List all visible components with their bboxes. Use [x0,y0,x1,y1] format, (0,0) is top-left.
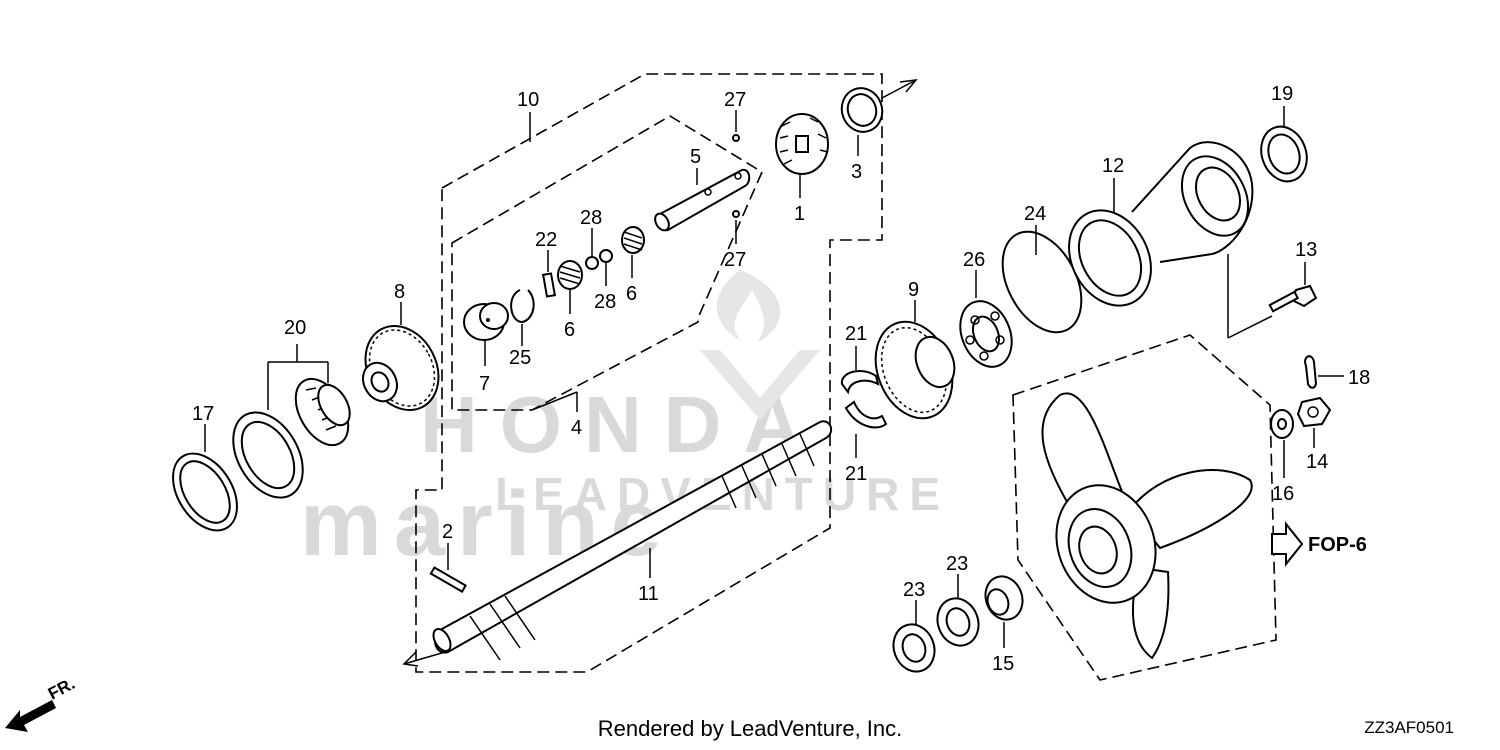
fop-reference-label: FOP-6 [1308,534,1367,556]
render-credit: Rendered by LeadVenture, Inc. [597,716,903,741]
callout-8: 8 [394,281,405,303]
part-9-bevel-gear [874,320,956,420]
callout-15: 15 [992,653,1014,675]
part-23-spacer-a [892,623,936,673]
part-27-pin-top [732,134,740,142]
part-14-castle-nut [1296,396,1332,428]
callout-3: 3 [851,161,862,183]
diagram-code: ZZ3AF0501 [1364,718,1454,737]
part-25-circlip [510,289,535,324]
callout-20: 20 [284,317,306,339]
part-21-half-ring-a [840,369,880,395]
part-27-pin-bottom [732,210,740,218]
part-19-needle-bearing [1260,125,1308,183]
part-11-propeller-shaft [432,420,833,661]
callout-27a: 27 [724,89,746,111]
callout-labels: 1 2 3 4 5 6 6 7 8 9 10 11 12 13 14 15 16… [192,83,1370,675]
part-3-thrust-ring [840,87,884,133]
leader-lines [204,106,1344,648]
callout-9: 9 [908,279,919,301]
callout-21b: 21 [845,463,867,485]
assembly-4-boundary [451,115,764,411]
part-21-half-ring-b [844,400,888,429]
part-6-spring-b [621,226,645,254]
callout-26: 26 [963,249,985,271]
callout-24: 24 [1024,203,1046,225]
callout-12: 12 [1102,155,1124,177]
part-1-dog-clutch [775,113,829,175]
part-8-bevel-gear [362,324,440,412]
callout-10: 10 [517,89,539,111]
callout-6a: 6 [564,319,575,341]
callout-6b: 6 [626,283,637,305]
callout-7: 7 [479,373,490,395]
front-direction-arrow-icon [5,700,56,732]
callout-11: 11 [638,583,659,605]
watermark-v-icon [700,350,820,420]
callout-28a: 28 [580,207,602,229]
callout-2: 2 [442,521,453,543]
part-20-tapered-bearing [232,377,351,499]
part-18-cotter-pin [1304,355,1318,389]
callout-5: 5 [690,146,701,168]
callout-25: 25 [509,347,531,369]
callout-18: 18 [1348,367,1370,389]
callout-14: 14 [1306,451,1328,473]
part-28-ball-b [599,249,613,263]
part-7-cap [463,302,509,341]
callout-28b: 28 [594,291,616,313]
part-16-washer [1270,409,1294,439]
propeller [1041,392,1253,660]
callout-13: 13 [1295,239,1317,261]
watermark-flame-icon [716,270,781,342]
callout-4: 4 [571,417,582,439]
part-12-bearing-holder [1068,141,1254,307]
part-26-ball-bearing [959,300,1013,368]
callout-21a: 21 [845,323,867,345]
callout-16: 16 [1272,483,1294,505]
part-15-thrust-washer [984,575,1024,621]
part-22-pin [541,272,557,298]
part-6-spring-a [557,260,583,290]
part-5-clutch-shaft [654,168,751,232]
callout-22: 22 [535,229,557,251]
callout-17: 17 [192,403,214,425]
callout-27b: 27 [724,249,746,271]
fop-reference-arrow-icon [1271,521,1304,567]
watermark: HONDA marine LEADVENTURE [300,270,940,575]
callout-23b: 23 [946,553,968,575]
part-17-snap-ring [172,452,238,532]
assembly-10-boundary [415,73,883,673]
part-23-spacer-b [936,597,980,647]
part-13-bolt [1268,284,1318,313]
callout-1: 1 [794,203,805,225]
callout-23a: 23 [903,579,925,601]
assembly-10-arrow [881,79,918,99]
front-direction-label: FR. [45,674,78,704]
propeller-group-boundary [1012,334,1277,681]
callout-19: 19 [1271,83,1293,105]
part-2-shear-pin [429,566,467,593]
part-28-ball-a [585,256,599,270]
watermark-brand-line1: HONDA [420,380,823,469]
